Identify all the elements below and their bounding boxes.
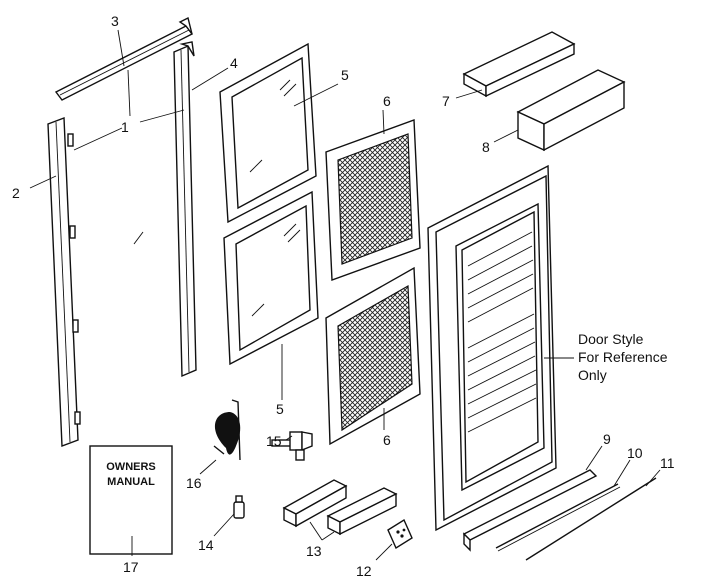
part-number-14: 14 — [198, 537, 214, 553]
sweep-10-edge — [497, 486, 621, 552]
part-number-9: 9 — [603, 431, 611, 447]
part-number-2: 2 — [12, 185, 20, 201]
sweep-11 — [525, 477, 657, 561]
part-number-17: 17 — [123, 559, 139, 575]
latch-rail — [173, 41, 197, 378]
owners-manual — [89, 445, 173, 555]
reference-note-line3: Only — [578, 367, 607, 383]
screen-panel-top — [325, 119, 421, 281]
glass-panel-bottom — [223, 190, 319, 366]
latch-hardware — [271, 431, 313, 461]
hardware-bag — [387, 518, 413, 550]
door-assembly — [427, 164, 557, 532]
sweep-10 — [495, 483, 619, 549]
part-number-3: 3 — [111, 13, 119, 29]
hinge-rail — [47, 117, 81, 447]
part-number-7: 7 — [442, 93, 450, 109]
expander-block-b — [326, 487, 398, 536]
part-number-5-top: 5 — [341, 67, 349, 83]
part-number-13: 13 — [306, 543, 322, 559]
expander-block-a — [282, 479, 348, 528]
part-number-11: 11 — [660, 455, 675, 471]
part-number-6-top: 6 — [383, 93, 391, 109]
part-number-16: 16 — [186, 475, 202, 491]
part-number-15: 15 — [266, 433, 282, 449]
glass-panel-top — [219, 42, 317, 224]
foam-block-8 — [516, 69, 626, 152]
part-number-10: 10 — [627, 445, 643, 461]
manual-line2: MANUAL — [107, 476, 155, 488]
part-number-5-bottom: 5 — [276, 401, 284, 417]
part-number-6-bottom: 6 — [383, 432, 391, 448]
part-number-12: 12 — [356, 563, 372, 579]
reference-note-line2: For Reference — [578, 349, 668, 365]
reference-note-line1: Door Style — [578, 331, 644, 347]
leader-lines — [29, 29, 661, 561]
top-header-bar — [54, 16, 194, 101]
part-number-4: 4 — [230, 55, 238, 71]
lubricant-bottle — [233, 495, 245, 519]
screen-panel-bottom — [325, 266, 421, 446]
part-number-8: 8 — [482, 139, 490, 155]
door-closer — [213, 399, 241, 461]
manual-line1: OWNERS — [106, 461, 156, 473]
bottom-expander — [462, 469, 598, 552]
foam-block-7 — [462, 31, 576, 98]
part-number-1: 1 — [121, 119, 129, 135]
